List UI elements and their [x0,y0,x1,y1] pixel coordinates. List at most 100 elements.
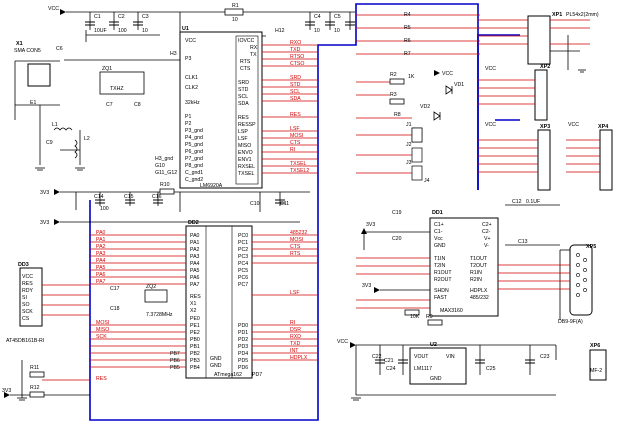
dd2-right-pin-2: PC2 [238,247,248,253]
dd2-left-pin-16: PB2 [190,351,200,357]
u1-left-pin-17: C_gnd1 [185,170,203,176]
u1-left-pin-16: G11_G12 [155,170,177,176]
dd1-pin-0: C1+ [434,222,444,228]
u1-net-9: LSF [290,126,300,132]
u2-pin-1: VIN [446,354,455,360]
dd2-left-net-4: PA4 [96,258,106,264]
u1-left-pin-11: P6_gnd [185,149,203,155]
top-c4-val: 10 [314,28,320,34]
xp2-ref: XP2 [540,64,550,70]
dd2-right-pin-1: PC1 [238,240,248,246]
u1-right-pin-1: RX [250,45,258,51]
misc-r2: R2 [390,72,397,78]
dd3-pin-1: RDY [22,288,33,294]
misc-c17: C17 [110,286,120,292]
u1-right-pin-6: STD [238,87,249,93]
u1-left-pin-3: CLK1 [185,75,198,81]
dd2-left-net-0: PA0 [96,230,106,236]
inductors [53,127,78,159]
bus-outlines [89,3,520,421]
dd1-pin-19: R2IN [470,277,482,283]
dd1-pin-16: T1OUT [470,256,488,262]
v3-label-bottom: 3V3 [2,388,11,394]
misc-r9: R9 [426,314,433,320]
u1-right-pin-16: RXSEL [238,164,255,170]
u1-right-pin-4: CTS [240,66,251,72]
v3-label-shdn: 3V3 [362,283,371,289]
xp6-ref: XP6 [590,343,600,349]
dd2-left-pin-18: PB4 [190,365,200,371]
u1-right-pin-11: LSP [238,129,248,135]
dd2-right-net-10: HDPLX [290,355,308,361]
dd2-right-pin-14: PD6 [238,365,248,371]
misc-c9: C9 [46,140,53,146]
top-c2-val: 100 [118,28,127,34]
dd2-left-pin-7: PA7 [190,282,200,288]
xp5-ref: XP5 [586,244,596,250]
u1-net-7: SDA [290,96,301,102]
dd2-right-net-3: RTS [290,251,301,257]
connector-bodies [27,15,613,381]
x1-ref: X1 [16,41,23,47]
dd3-pin-5: CS [22,316,30,322]
u1-left-pin-5: 32kHz [185,100,200,106]
jumper-j1: J1 [406,122,412,128]
misc-l2: L2 [84,136,90,142]
misc-c23: C23 [540,354,550,360]
misc-c11: C11 [280,201,289,207]
u1-left-pin-6: P1 [185,114,191,120]
u1-net-4: SRD [290,75,301,81]
dd2-right-net-1: MOSI [290,237,303,243]
dd3-pin-3: SO [22,302,30,308]
misc-100: 100 [100,206,109,212]
dd2-left-pin-15: PB1 [190,344,200,350]
dd1-part: MAX3160 [440,308,463,314]
dd2-right-pin-7: PC7 [238,282,248,288]
dd2-right-net-2: CTS [290,244,301,250]
dd2-left-net-11: RES [96,376,107,382]
dd1-pin-1: C1- [434,229,443,235]
vcc-label-xp3: VCC [485,122,496,128]
dd1-pin-3: GND [434,243,446,249]
v3-label-dd1: 3V3 [366,222,375,228]
u1-right-pin-5: SRD [238,80,249,86]
dd2-left-pin-20: PB6 [170,358,180,364]
dd2-left-pin-0: PA0 [190,233,200,239]
u1-net-10: MOSI [290,133,303,139]
dd2-left-pin-10: X2 [190,308,196,314]
xp5-part: DB9-9F(A) [558,319,583,325]
dd2-right-pin-5: PC5 [238,268,248,274]
dd2-left-pin-11: PE0 [190,316,200,322]
u1-left-pin-2: H3 [170,51,177,57]
misc-c7: C7 [106,102,113,108]
misc-r11: R11 [30,365,39,371]
jumpers [411,127,423,181]
u1-left-pin-10: P5_gnd [185,142,203,148]
u1-net-11: CTS [290,140,301,146]
dd2-ref: DD2 [188,220,199,226]
u1-left-pin-12: P7_gnd [185,156,203,162]
db9-pins [576,253,587,297]
dd1-pin-11: 485/232 [470,295,489,301]
v3-label-left: 3V3 [40,190,49,196]
u1-right-pin-3: RTS [240,59,251,65]
top-c1: C1 [94,14,101,20]
u1-net-12: RI [290,147,295,153]
dd1-pin-10: HDPLX [470,288,488,294]
dd2-left-pin-17: PB3 [190,358,200,364]
text-layer: VCC 3V3 3V3 VCC 3V3 3V3 3V3 VCC VCC VCC … [2,3,608,394]
top-c3: C3 [142,14,149,20]
led-vd2-label: VD2 [420,104,430,110]
dd2-right-pin-0: PC0 [238,233,248,239]
dd2-right-net-4: LSF [290,290,300,296]
u1-net-1: TXD [290,47,301,53]
misc-1k: 1K [408,74,415,80]
x1-part: SMA CON5 [14,48,41,54]
dd2-left-pin-1: PA1 [190,240,200,246]
dd1-body [429,217,499,317]
misc-l1: L1 [52,122,58,128]
dd2-left-pin-4: PA4 [190,261,200,267]
misc-r10: R10 [160,182,170,188]
dd1-pin-4: T1IN [434,256,445,262]
